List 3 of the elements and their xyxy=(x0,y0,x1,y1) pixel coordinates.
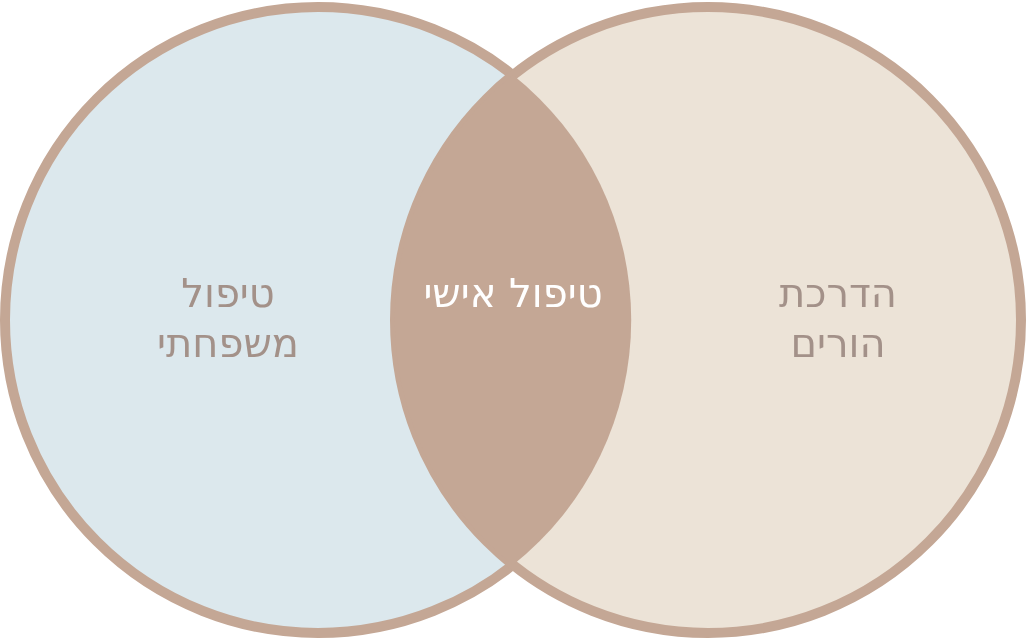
region-label: הדרכת הורים xyxy=(778,269,898,368)
region-label: טיפול משפחתי xyxy=(156,269,300,368)
region-label: טיפול אישי xyxy=(422,269,604,318)
